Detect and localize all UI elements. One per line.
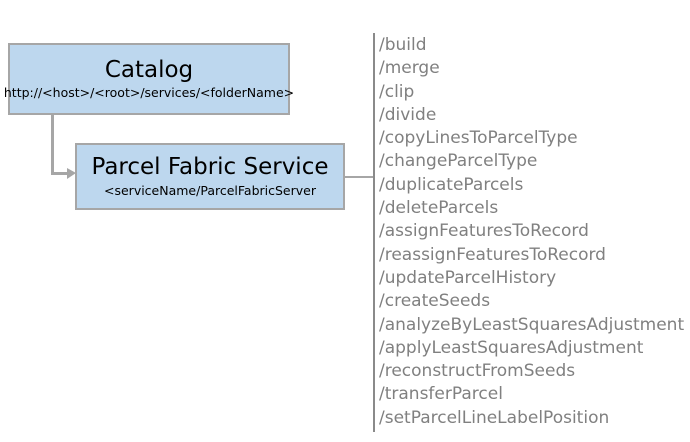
endpoint-list-divider [373,33,375,432]
endpoint-item: /deleteParcels [379,198,499,219]
endpoint-item: /setParcelLineLabelPosition [379,407,610,428]
parcel-fabric-service-node: Parcel Fabric Service <serviceName/Parce… [75,143,345,210]
service-to-list-connector [345,176,373,178]
endpoint-item: /divide [379,104,437,125]
service-url: <serviceName/ParcelFabricServer [104,182,316,198]
endpoint-list: /build /merge /clip /divide /copyLinesTo… [379,34,684,430]
endpoint-item: /reassignFeaturesToRecord [379,244,606,265]
endpoint-item: /merge [379,58,440,79]
catalog-to-service-arrow-horizontal [51,172,67,175]
endpoint-item: /assignFeaturesToRecord [379,221,589,242]
endpoint-item: /reconstructFromSeeds [379,361,576,382]
endpoint-item: /duplicateParcels [379,174,524,195]
endpoint-item: /build [379,35,427,55]
endpoint-item: /analyzeByLeastSquaresAdjustment [379,314,685,335]
endpoint-item: /createSeeds [379,291,491,312]
endpoint-item: /clip [379,81,415,102]
catalog-title: Catalog [104,56,194,83]
catalog-url: http://<host>/<root>/services/<folderNam… [3,85,295,101]
catalog-node: Catalog http://<host>/<root>/services/<f… [4,43,294,115]
arrowhead-icon [67,168,76,179]
endpoint-item: /applyLeastSquaresAdjustment [379,337,644,358]
endpoint-item: /changeParcelType [379,151,538,172]
catalog-to-service-arrow-vertical [51,115,54,175]
endpoint-item: /transferParcel [379,384,503,405]
service-title: Parcel Fabric Service [91,154,329,181]
endpoint-item: /copyLinesToParcelType [379,128,578,149]
endpoint-item: /updateParcelHistory [379,267,557,288]
